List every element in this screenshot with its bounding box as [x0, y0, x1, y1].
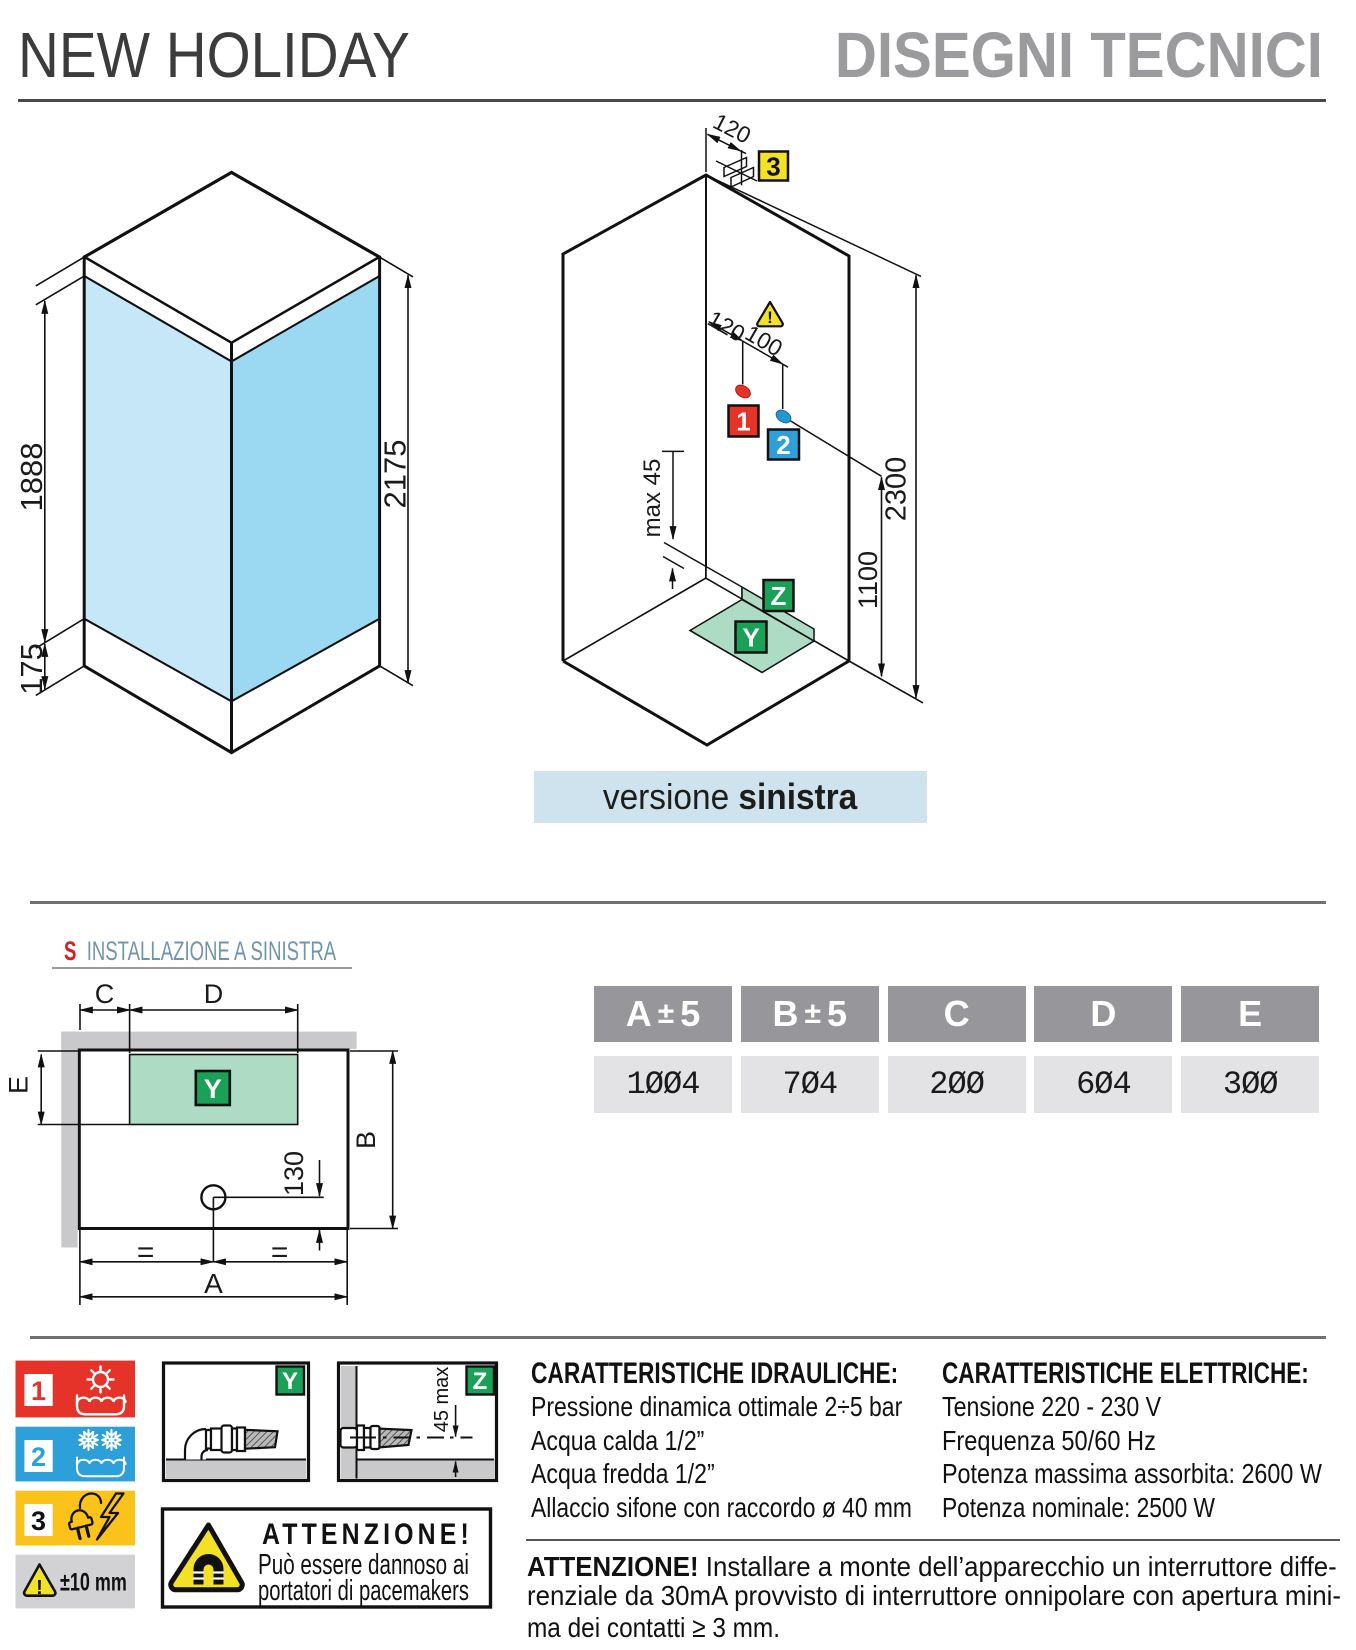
svg-text:Y: Y	[282, 1368, 298, 1395]
svg-text:A: A	[204, 1268, 223, 1299]
svg-text:3: 3	[766, 152, 780, 182]
svg-text:45 max: 45 max	[431, 1367, 453, 1433]
svg-text:2: 2	[31, 1442, 46, 1472]
svg-text:=: =	[271, 1236, 289, 1269]
svg-text:C: C	[95, 979, 115, 1009]
svg-text:1: 1	[31, 1376, 46, 1406]
svg-text:Z: Z	[473, 1368, 488, 1395]
svg-text:Y: Y	[204, 1074, 222, 1104]
svg-text:3: 3	[31, 1506, 46, 1536]
svg-text:!: !	[36, 1577, 43, 1599]
svg-text:120: 120	[709, 108, 755, 149]
svg-text:Z: Z	[771, 581, 787, 611]
svg-text:1: 1	[736, 407, 750, 437]
svg-text:Y: Y	[742, 623, 759, 653]
svg-text:175: 175	[14, 643, 49, 695]
svg-text:±10 mm: ±10 mm	[60, 1568, 127, 1597]
svg-text:1888: 1888	[14, 443, 49, 512]
svg-text:2: 2	[776, 430, 790, 460]
svg-text:1100: 1100	[853, 551, 883, 609]
svg-text:!: !	[767, 308, 773, 327]
svg-text:B: B	[351, 1131, 381, 1149]
svg-text:130: 130	[279, 1151, 309, 1196]
svg-text:2300: 2300	[881, 457, 913, 522]
svg-text:E: E	[4, 1076, 34, 1094]
svg-text:D: D	[204, 979, 224, 1009]
svg-text:max 45: max 45	[639, 459, 666, 538]
svg-text:2175: 2175	[378, 440, 413, 509]
svg-text:=: =	[137, 1236, 155, 1269]
